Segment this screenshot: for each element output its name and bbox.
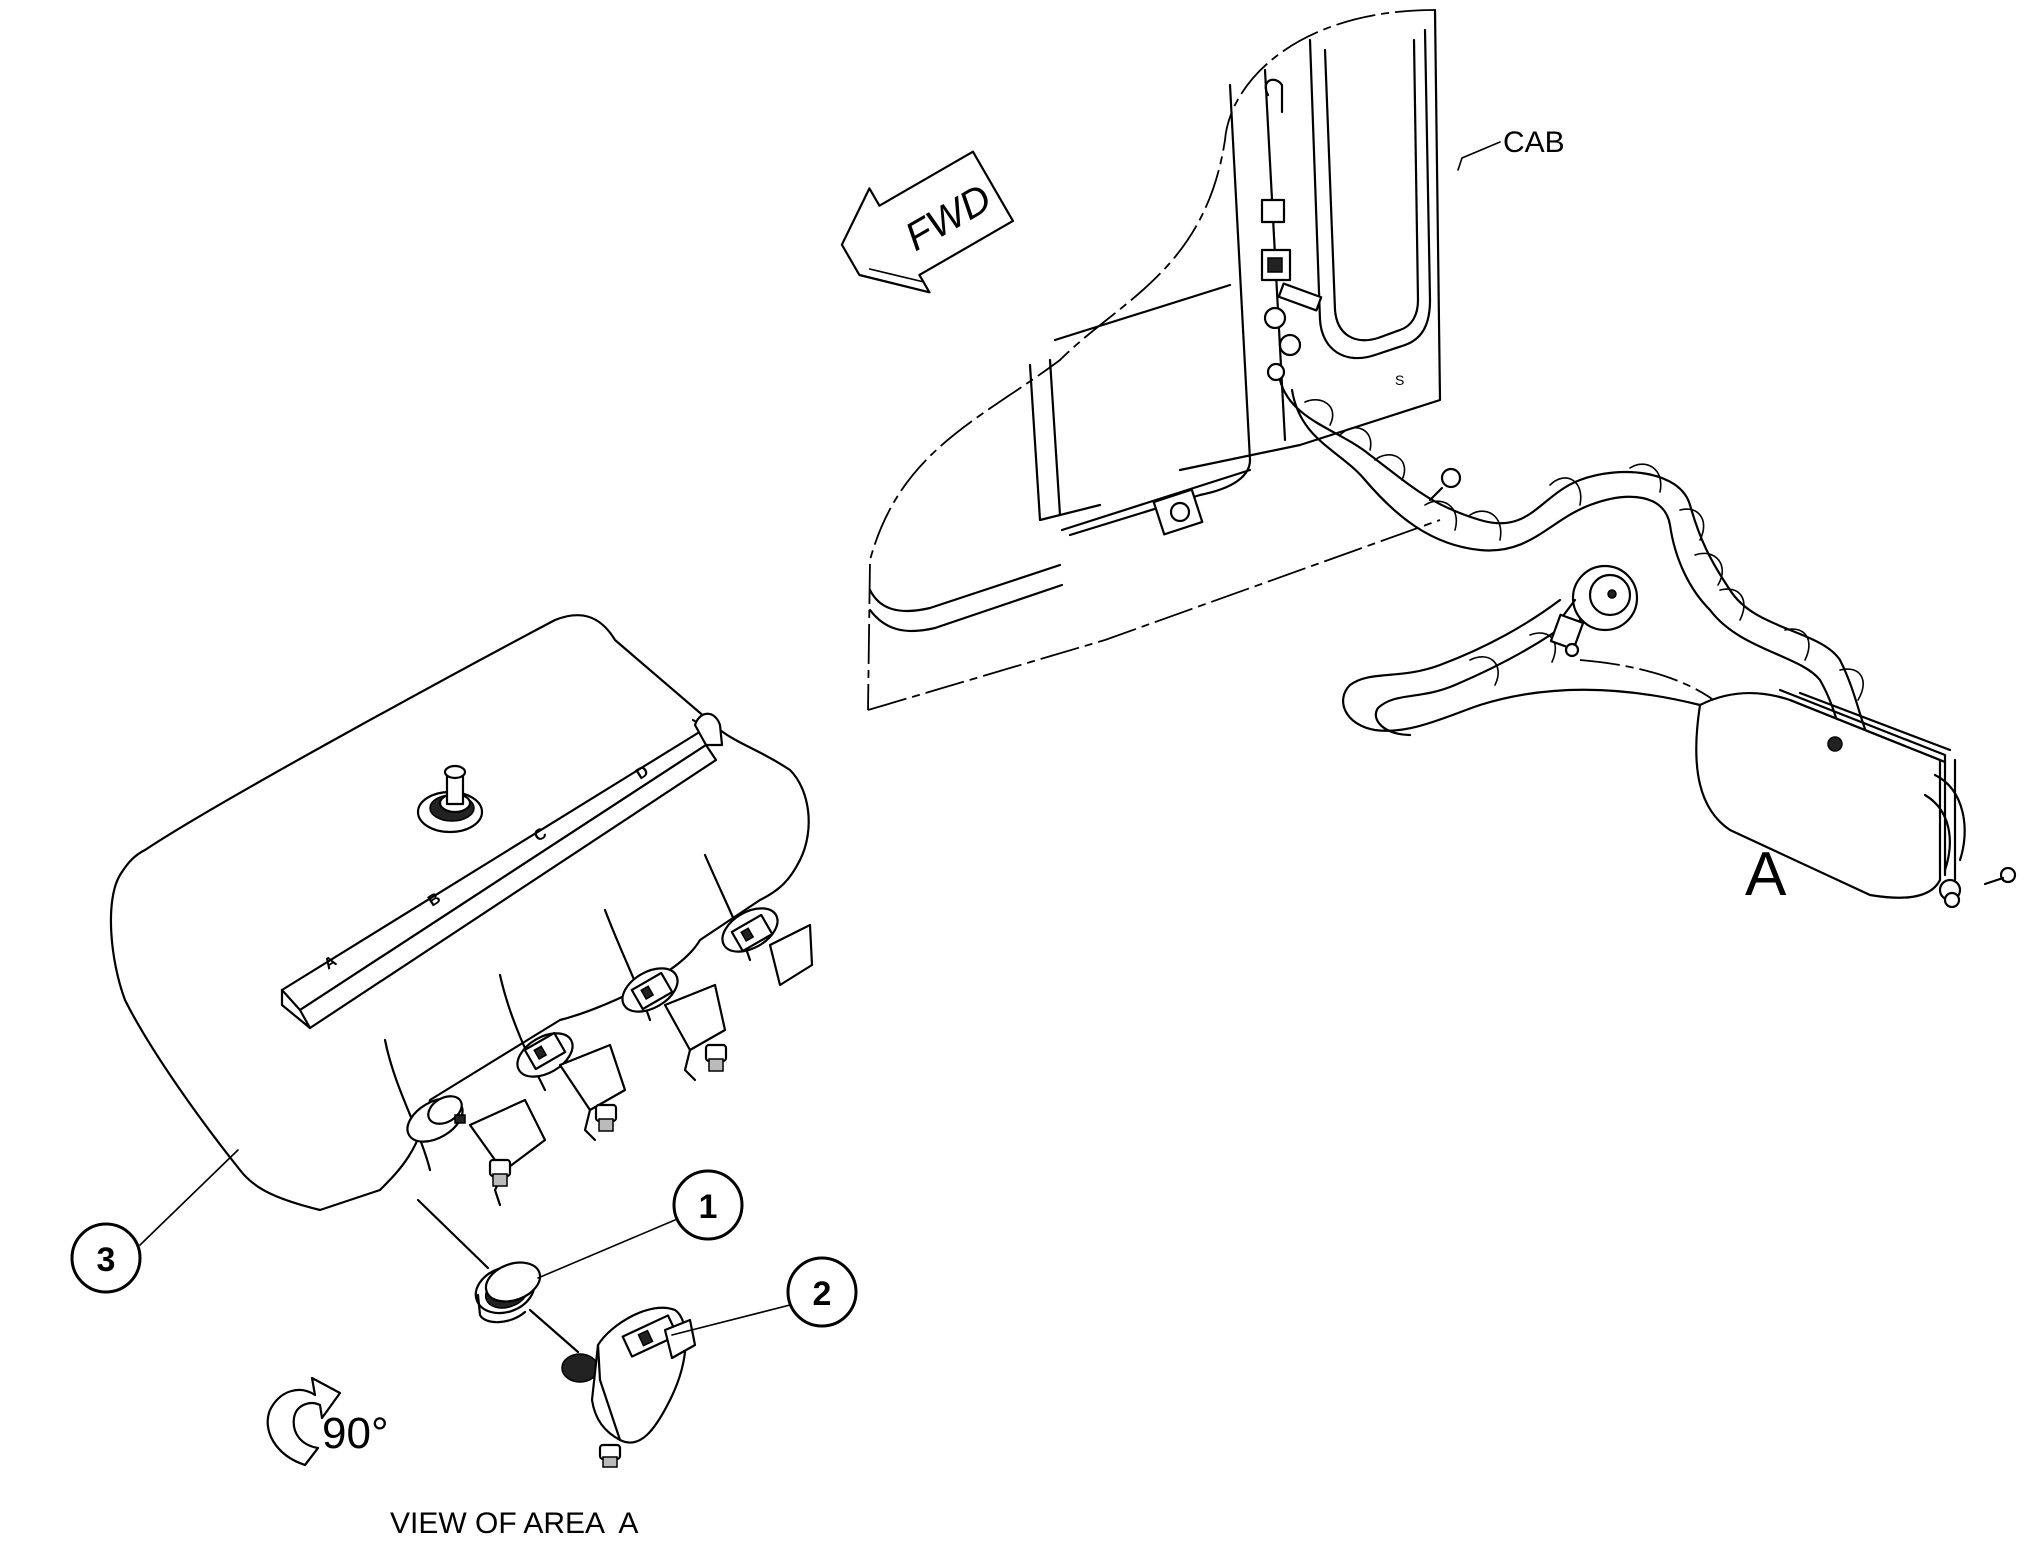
cab-label: CAB (1503, 126, 1565, 159)
assembly-line-lower (528, 1308, 580, 1354)
cab-panel: S (867, 8, 1442, 711)
callout-2: 2 (786, 1256, 858, 1328)
cab-leader (1457, 141, 1501, 171)
part-1-seal (474, 1261, 542, 1324)
wire-harness (1278, 378, 2017, 909)
callout-1-number: 1 (699, 1188, 718, 1226)
callout-3: 3 (70, 1222, 142, 1294)
callout-1-leader (537, 1219, 676, 1279)
svg-text:S: S (1395, 372, 1404, 388)
callout-3-number: 3 (97, 1241, 116, 1279)
callout-3-leader (139, 1149, 239, 1246)
connector-housing: A B C D (109, 614, 814, 1212)
callout-2-number: 2 (813, 1275, 832, 1313)
rotation-label: 90° (322, 1409, 389, 1458)
area-marker-label: A (1745, 840, 1787, 909)
fwd-arrow: FWD (840, 150, 1015, 294)
rotation-arrow-icon (266, 1376, 342, 1467)
assembly-line (416, 1198, 490, 1270)
part-2-plug (561, 1306, 697, 1468)
view-caption: VIEW OF AREA A (390, 1507, 638, 1540)
callout-2-leader (671, 1304, 791, 1336)
callout-1: 1 (672, 1169, 744, 1241)
